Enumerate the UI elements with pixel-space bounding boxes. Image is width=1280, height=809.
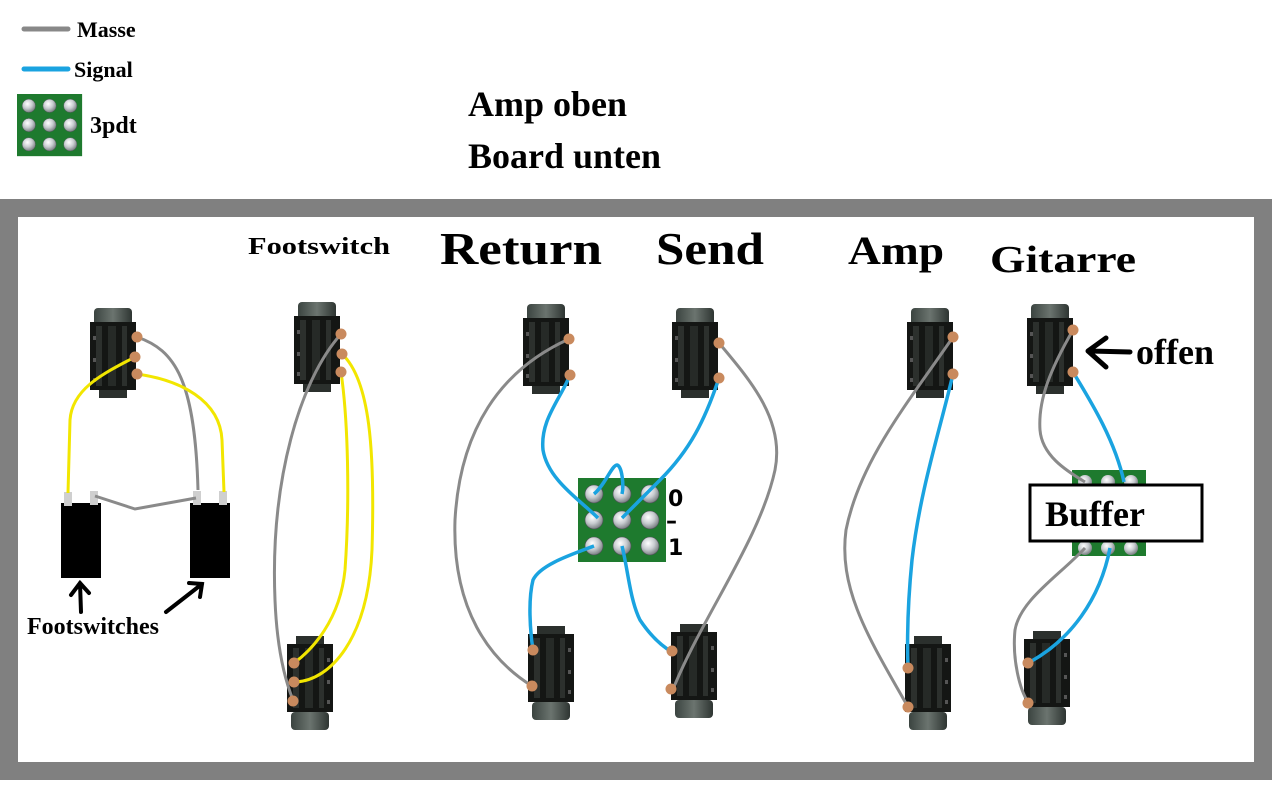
wire-masse-return — [453, 337, 570, 688]
label-gitarre: Gitarre — [990, 239, 1136, 281]
footswitch-jack-pair — [272, 302, 375, 730]
switch-position-1: 1 — [668, 536, 683, 561]
offen-annotation: offen — [1136, 332, 1214, 372]
label-footswitch: Footswitch — [248, 234, 390, 260]
wire-signal-return-amp — [541, 374, 600, 520]
jack-gitarre-bottom — [1024, 631, 1070, 725]
switch-position-0: 0 — [668, 487, 683, 512]
wire-signal-gitarre-top — [1071, 371, 1126, 483]
arrow-icon — [69, 579, 205, 614]
wire-masse-amp — [843, 336, 955, 708]
wire-masse-fs-between — [94, 494, 197, 511]
footswitch-right[interactable] — [190, 491, 230, 578]
legend: Masse Signal 3pdt — [16, 17, 137, 157]
switch-position-dash: – — [666, 509, 677, 534]
wire-masse-send — [670, 342, 779, 693]
wire-masse-gitarre-bottom — [1012, 546, 1087, 703]
amp-group — [843, 308, 959, 730]
jack-footswitch-amp-side — [294, 302, 340, 392]
wire-signal-send-board — [620, 545, 673, 654]
wire-masse-fs-top-to-right — [136, 335, 200, 491]
wire-masse-gitarre-top — [1038, 329, 1086, 484]
heading-line-1: Amp oben — [468, 84, 627, 124]
jack-footswitch-top — [90, 308, 136, 398]
legend-3pdt-label: 3pdt — [90, 113, 137, 139]
legend-masse-label: Masse — [77, 17, 136, 42]
buffer-label: Buffer — [1045, 494, 1145, 534]
wire-footswitch-right — [136, 372, 226, 493]
wire-footswitch-left — [66, 355, 136, 494]
jack-send-amp — [672, 308, 718, 398]
legend-signal-label: Signal — [74, 57, 133, 82]
wire-signal-amp — [905, 373, 955, 669]
legend-3pdt-icon — [16, 93, 83, 157]
jack-amp-top — [907, 308, 953, 398]
wire-signal-send-amp — [620, 377, 721, 520]
label-amp: Amp — [848, 228, 944, 273]
loop-group: 0 – 1 — [453, 304, 779, 720]
buffer-label-box — [1028, 483, 1204, 543]
arrow-left-icon — [1085, 335, 1133, 370]
jack-gitarre-top — [1027, 304, 1073, 394]
label-return: Return — [440, 223, 602, 274]
jack-send-board — [671, 624, 717, 718]
jack-return-amp — [523, 304, 569, 394]
heading-line-2: Board unten — [468, 136, 661, 176]
wire-footswitch-a — [295, 352, 375, 684]
jack-return-board — [528, 626, 574, 720]
wire-signal-gitarre-bottom — [1029, 547, 1112, 664]
wire-signal-return-board — [528, 544, 595, 651]
footswitch-left[interactable] — [61, 491, 101, 578]
gitarre-group: Buffer offen — [1012, 304, 1214, 725]
label-send: Send — [656, 223, 764, 274]
wire-masse-footswitch — [272, 333, 343, 701]
footswitch-group: Footswitches — [27, 308, 230, 640]
wire-signal-jumper — [592, 463, 625, 496]
footswitches-annotation: Footswitches — [27, 614, 159, 640]
wire-footswitch-b — [293, 371, 350, 665]
jack-amp-bottom — [905, 636, 951, 730]
